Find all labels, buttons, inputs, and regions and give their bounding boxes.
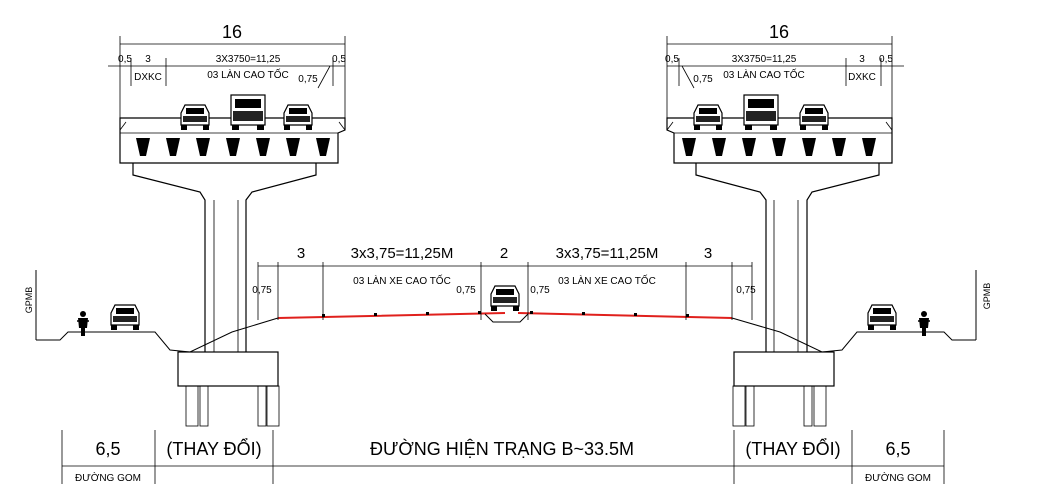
- right-gom-label: ĐƯỜNG GOM: [865, 471, 931, 484]
- median-width: 2: [500, 245, 508, 262]
- truck-icon: [230, 94, 266, 131]
- right-offset: 0,75: [693, 74, 713, 85]
- left-gom-label: ĐƯỜNG GOM: [75, 471, 141, 484]
- gpmb-right: GPMB: [982, 283, 992, 310]
- right-lanes-width: 3X3750=11,25: [732, 54, 797, 65]
- left-lanes-label: 03 LÀN CAO TỐC: [207, 67, 289, 81]
- right-strip-width: 3: [859, 54, 865, 65]
- existing-road-width: ĐƯỜNG HIỆN TRẠNG B~33.5M: [370, 438, 634, 459]
- car-icon: [110, 304, 140, 331]
- bottom-dimensions: 6,5 (THAY ĐỔI) ĐƯỜNG HIỆN TRẠNG B~33.5M …: [61, 430, 945, 484]
- offset-label: 0,75: [530, 285, 550, 296]
- right-strip-label: DXKC: [848, 72, 876, 83]
- gpmb-left: GPMB: [24, 287, 34, 314]
- car-icon: [799, 104, 829, 131]
- ground-profile: 3 3x3,75=11,25M 2 3x3,75=11,25M 3 03 LÀN…: [24, 245, 992, 353]
- right-lanes-label-ground: 03 LÀN XE CAO TỐC: [558, 273, 656, 287]
- left-deck-girders: [136, 138, 330, 156]
- right-lanes-label: 03 LÀN CAO TỐC: [723, 67, 805, 81]
- left-gom-width: 6,5: [95, 439, 120, 459]
- right-shoulder-width: 3: [704, 245, 712, 262]
- left-lanes-width-ground: 3x3,75=11,25M: [351, 245, 454, 262]
- right-gom-width: 6,5: [885, 439, 910, 459]
- right-edge-a: 0,5: [665, 54, 679, 65]
- offset-label: 0,75: [456, 285, 476, 296]
- car-icon: [867, 304, 897, 331]
- left-offset: 0,75: [298, 74, 318, 85]
- road-surface: [277, 312, 733, 319]
- left-lanes-label-ground: 03 LÀN XE CAO TỐC: [353, 273, 451, 287]
- right-lanes-width-ground: 3x3,75=11,25M: [556, 245, 659, 262]
- car-icon: [490, 285, 520, 312]
- car-icon: [283, 104, 313, 131]
- car-icon: [693, 104, 723, 131]
- left-strip-width: 3: [145, 54, 151, 65]
- truck-icon: [743, 94, 779, 131]
- left-edge-a: 0,5: [118, 54, 132, 65]
- left-total-width: 16: [222, 22, 242, 42]
- left-viaduct: 16 0,5 3 3X3750=11,25 0,5 DXKC 03 LÀN CA…: [108, 22, 346, 427]
- car-icon: [180, 104, 210, 131]
- left-shoulder-width: 3: [297, 245, 305, 262]
- left-lanes-width: 3X3750=11,25: [216, 54, 281, 65]
- offset-label: 0,75: [736, 285, 756, 296]
- offset-label: 0,75: [252, 285, 272, 296]
- right-variable: (THAY ĐỔI): [745, 438, 840, 459]
- left-variable: (THAY ĐỔI): [166, 438, 261, 459]
- left-edge-b: 0,5: [332, 54, 346, 65]
- left-strip-label: DXKC: [134, 72, 162, 83]
- right-total-width: 16: [769, 22, 789, 42]
- right-viaduct: 16 0,5 3X3750=11,25 3 0,5 0,75 03 LÀN CA…: [665, 22, 904, 427]
- right-edge-b: 0,5: [879, 54, 893, 65]
